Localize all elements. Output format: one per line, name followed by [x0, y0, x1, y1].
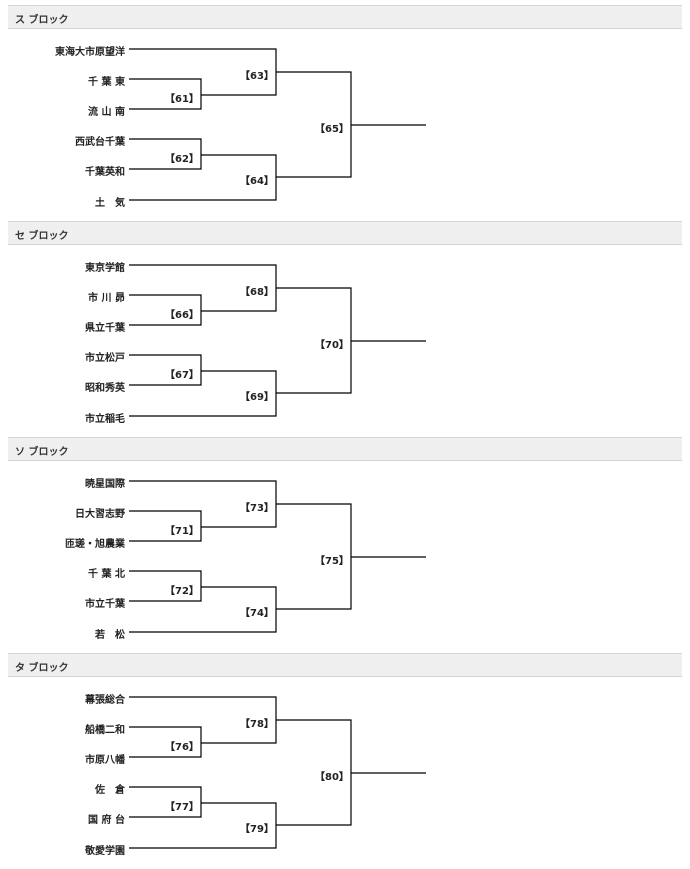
- bracket-lines: [129, 264, 426, 417]
- match-label: 【63】: [240, 71, 274, 82]
- match-label: 【65】: [315, 124, 349, 135]
- match-label: 【72】: [165, 586, 199, 597]
- team-label: 市立松戸: [85, 353, 125, 364]
- match-label: 【74】: [240, 608, 274, 619]
- bracket-lines: [129, 480, 426, 633]
- match-label: 【76】: [165, 742, 199, 753]
- bracket-block-se: セ ブロック 東京学館 市 川 昴 県立千葉 市立松戸 昭和秀英 市立稲毛 【6…: [0, 221, 690, 437]
- team-label: 千葉英和: [85, 167, 125, 178]
- team-label: 日大習志野: [75, 509, 125, 520]
- block-title: ソ ブロック: [15, 447, 69, 458]
- bracket-block-su: ス ブロック 東海大市原望洋 千 葉 東 流 山 南 西武台千葉 千葉英和 土 …: [0, 5, 690, 221]
- block-header: セ ブロック: [8, 221, 682, 245]
- match-label: 【77】: [165, 802, 199, 813]
- team-label: 幕張総合: [85, 695, 125, 706]
- team-label: 匝瑳・旭農業: [65, 539, 125, 550]
- match-label: 【69】: [240, 392, 274, 403]
- block-title: ス ブロック: [15, 15, 69, 26]
- block-header: ス ブロック: [8, 5, 682, 29]
- team-label: 船橋二和: [85, 725, 125, 736]
- team-label: 佐 倉: [95, 785, 125, 796]
- match-label: 【78】: [240, 719, 274, 730]
- block-header: ソ ブロック: [8, 437, 682, 461]
- team-label: 市原八幡: [85, 755, 125, 766]
- match-label: 【68】: [240, 287, 274, 298]
- match-label: 【75】: [315, 556, 349, 567]
- block-header: タ ブロック: [8, 653, 682, 677]
- match-label: 【70】: [315, 340, 349, 351]
- block-title: タ ブロック: [15, 663, 69, 674]
- team-label: 流 山 南: [88, 107, 125, 118]
- block-title: セ ブロック: [15, 231, 69, 242]
- match-label: 【67】: [165, 370, 199, 381]
- team-label: 市立千葉: [85, 599, 125, 610]
- bracket-block-ta: タ ブロック 幕張総合 船橋二和 市原八幡 佐 倉 国 府 台 敬愛学園 【76…: [0, 653, 690, 869]
- bracket-lines: [129, 48, 426, 201]
- team-label: 千 葉 東: [88, 77, 125, 88]
- match-label: 【62】: [165, 154, 199, 165]
- match-label: 【80】: [315, 772, 349, 783]
- team-label: 暁星国際: [85, 479, 125, 490]
- match-label: 【64】: [240, 176, 274, 187]
- team-label: 昭和秀英: [85, 383, 125, 394]
- bracket-lines: [129, 696, 426, 849]
- team-label: 若 松: [95, 630, 125, 641]
- team-label: 市立稲毛: [85, 414, 125, 425]
- team-label: 西武台千葉: [75, 137, 125, 148]
- match-label: 【66】: [165, 310, 199, 321]
- team-label: 国 府 台: [88, 815, 125, 826]
- bracket-block-so: ソ ブロック 暁星国際 日大習志野 匝瑳・旭農業 千 葉 北 市立千葉 若 松 …: [0, 437, 690, 653]
- team-label: 東海大市原望洋: [55, 47, 125, 58]
- match-label: 【73】: [240, 503, 274, 514]
- match-label: 【61】: [165, 94, 199, 105]
- team-label: 県立千葉: [85, 323, 125, 334]
- team-label: 市 川 昴: [88, 293, 125, 304]
- team-label: 東京学館: [85, 263, 125, 274]
- team-label: 敬愛学園: [85, 846, 125, 857]
- team-label: 千 葉 北: [88, 569, 125, 580]
- match-label: 【79】: [240, 824, 274, 835]
- team-label: 土 気: [95, 198, 125, 209]
- match-label: 【71】: [165, 526, 199, 537]
